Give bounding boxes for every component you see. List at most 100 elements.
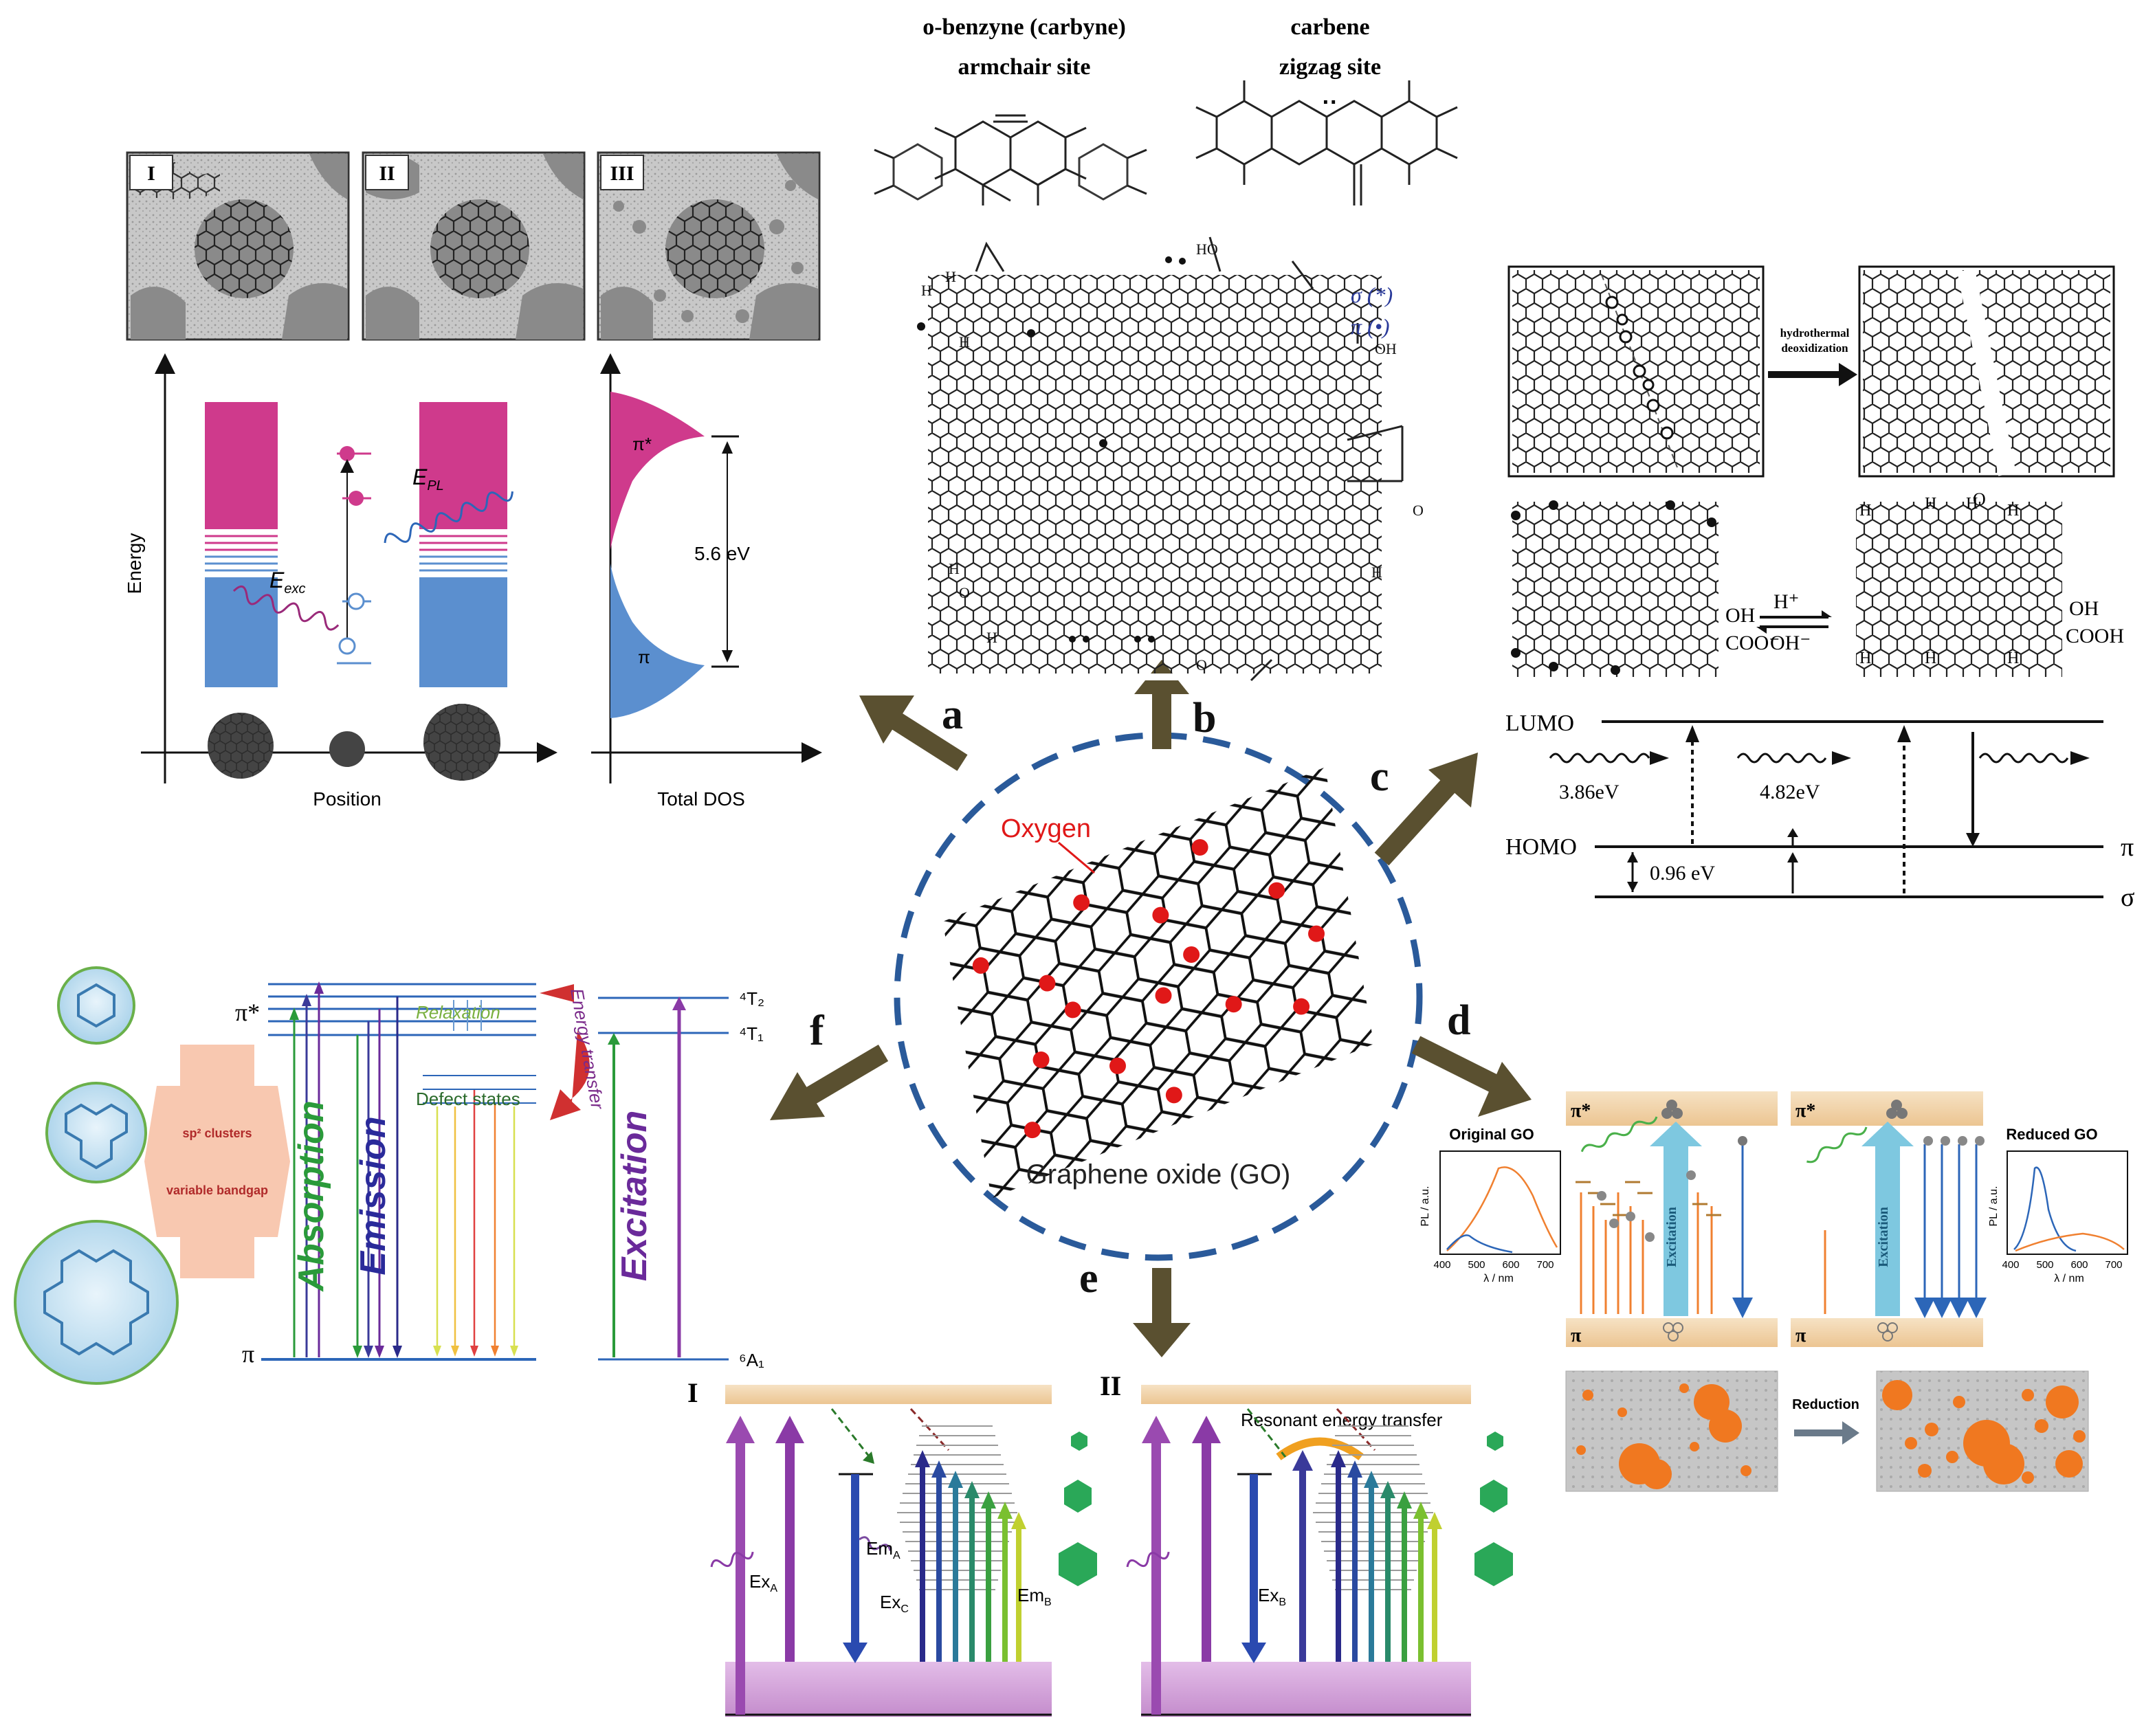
svg-text:H: H [1925,495,1936,513]
protonation-left-molecule [1512,502,1718,677]
svg-text:H: H [921,282,932,299]
gap-label: 5.6 eV [694,543,750,564]
pi-star-left: π* [1571,1100,1591,1122]
inset-I: I [126,151,350,341]
exc-label: Eexc [269,568,305,597]
arrow-c [1374,753,1478,866]
exB-label: ExB [1258,1585,1286,1608]
panel-e: I ExA EmA ExC EmB II Resonant e [687,1370,1513,1717]
energy-482: 4.82eV [1760,781,1820,803]
svg-text:600: 600 [2070,1259,2088,1271]
svg-text:H: H [1966,495,1978,513]
defect-levels [423,1075,536,1104]
a1-label: ⁶A₁ [739,1350,764,1370]
pi-band-left [1566,1318,1778,1347]
trapped-carrier [1597,1191,1606,1201]
acid-label: H⁺ [1773,590,1800,613]
carrier [1923,1136,1933,1146]
trapped-carrier [1686,1170,1696,1180]
pl-wave [384,491,513,544]
energy-096: 0.96 eV [1650,862,1715,884]
svg-text:H: H [1925,649,1936,667]
oxygen-atom [1032,1051,1050,1069]
go-sheet [942,767,1374,1199]
defect-states-label: Defect states [416,1089,520,1109]
armchair-title-2: armchair site [958,54,1091,80]
oxygen-atom [1039,975,1056,992]
pi-star-band-right [1791,1091,1983,1126]
letter-a: a [942,691,963,738]
panel-f: sp² clusters variable bandgap π* π Absor… [14,966,764,1385]
arrow-letters: a b c d e f [810,691,1470,1302]
pi-star-label: π* [235,999,260,1026]
inset-III: III [597,151,821,341]
oxygen-atom [1225,996,1242,1013]
svg-text:H: H [1859,649,1871,667]
letter-f: f [810,1008,825,1054]
localized-states [337,446,371,665]
emission-arrow [969,1495,975,1662]
go-structure [925,271,1385,677]
inset-II: II [362,151,586,341]
absorption-emission-arrows [289,981,518,1358]
direction-arrows [770,660,1532,1357]
oxygen-atoms [972,838,1325,1139]
svg-text:400: 400 [1433,1259,1450,1271]
arrow-a [859,695,968,771]
exC-label: ExC [880,1592,909,1615]
panel-b: o-benzyne (carbyne) armchair site carben… [874,14,1458,682]
position-label: Position [313,788,382,810]
oxygen-atom [1183,946,1200,963]
hexagon-icons-II [1474,1432,1513,1586]
relaxation-label: Relaxation [416,1002,500,1023]
pi-left: π [1571,1325,1582,1346]
svg-text:HO: HO [1196,241,1218,258]
oxygen-atom [1109,1057,1126,1074]
dos-pi-star [610,392,705,550]
zigzag-title-1: carbene [1290,14,1369,40]
trapped-carrier [1626,1212,1635,1221]
arrows-I [710,1407,950,1715]
inset-label-III: III [610,162,634,185]
t2-label: ⁴T₂ [739,988,764,1009]
label-I: I [687,1377,698,1408]
process-label-2: deoxidization [1781,342,1848,355]
reduced-go-clusters [1882,1380,2086,1484]
reduced-go-title: Reduced GO [2006,1126,2097,1143]
right-molecule-O: O [1973,489,1986,509]
reduction-label: Reduction [1792,1397,1859,1412]
t1-label: ⁴T₁ [739,1023,764,1044]
excitation-label-left: Excitation [1664,1207,1679,1267]
svg-text:H: H [2007,502,2019,520]
inset-label-II: II [379,162,395,185]
emission-arrow [1402,1505,1407,1662]
energy-label: Energy [124,533,145,594]
lumo-label: LUMO [1505,711,1574,736]
letter-b: b [1193,695,1216,742]
svg-text:400: 400 [2002,1259,2019,1271]
dos-pi-star-label: π* [632,434,652,454]
emission-arrow [936,1474,942,1662]
oxygen-atom [1064,1001,1081,1019]
go-structure-edges [921,236,1404,682]
inset-label-I: I [147,162,155,185]
conduction-band-right [419,402,507,529]
svg-text:H: H [2007,649,2019,667]
exA-label: ExA [749,1571,777,1594]
letter-e: e [1079,1255,1098,1302]
oxygen-atom [1293,998,1310,1015]
original-go-clusters [1576,1383,1751,1489]
go-structure-labels: H H H H H H OH HO O O O [921,241,1424,674]
emission-arrow [920,1464,925,1662]
oxygen-atom [1152,906,1169,924]
oxygen-atom [1165,1087,1182,1104]
svg-text:λ / nm: λ / nm [1483,1273,1514,1284]
excitation-bar-right [1875,1144,1900,1316]
svg-text:H: H [986,629,997,646]
oxygen-label: Oxygen [1001,814,1091,843]
emission-arrow [1336,1464,1341,1662]
oxygen-atom [1191,838,1208,856]
